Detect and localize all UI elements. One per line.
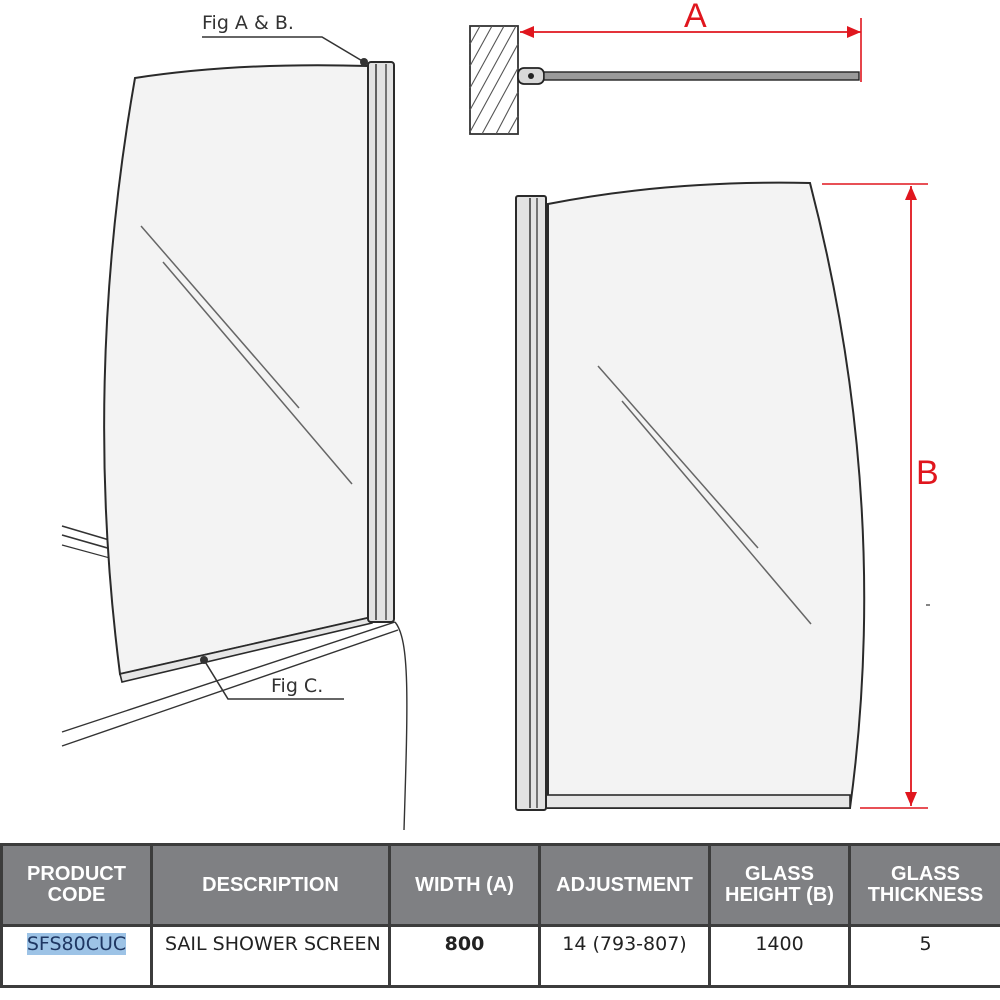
header-description: DESCRIPTION	[150, 843, 391, 927]
product-code-highlight: SFS80CUC	[26, 933, 127, 955]
dim-b-arrow-bottom	[905, 792, 917, 806]
wall-profile-left	[367, 61, 395, 623]
glass-panel-right	[547, 181, 866, 809]
fig-ab-marker	[360, 58, 368, 66]
header-width: WIDTH (A)	[388, 843, 541, 927]
plan-view: A	[469, 0, 862, 135]
cell-product-code: SFS80CUC	[0, 924, 153, 988]
table-row: SFS80CUC SAIL SHOWER SCREEN 800 14 (793-…	[0, 924, 1000, 988]
dim-a-arrow-left	[520, 26, 534, 38]
wall-profile-right	[515, 195, 547, 811]
dim-a-label: A	[684, 0, 707, 35]
specification-table: PRODUCT CODE DESCRIPTION WIDTH (A) ADJUS…	[0, 843, 1000, 988]
fig-ab-label: Fig A & B.	[202, 12, 294, 34]
elevation-view: B	[515, 181, 939, 811]
table-header-row: PRODUCT CODE DESCRIPTION WIDTH (A) ADJUS…	[0, 843, 1000, 927]
reflection-line-1	[140, 225, 300, 409]
header-glass-thickness: GLASS THICKNESS	[848, 843, 1000, 927]
cell-description: SAIL SHOWER SCREEN	[150, 924, 391, 988]
perspective-view: Fig A & B. Fig C.	[61, 12, 408, 831]
cell-glass-thickness: 5	[848, 924, 1000, 988]
header-glass-height: GLASS HEIGHT (B)	[708, 843, 851, 927]
hinge-pin	[528, 73, 534, 79]
fig-c-label: Fig C.	[271, 675, 323, 697]
reflection-line-3	[597, 365, 759, 549]
bath-corner-edge	[394, 621, 408, 831]
glass-plan	[543, 71, 860, 81]
bath-front-line-2	[61, 629, 399, 747]
wall-hatching	[469, 25, 519, 135]
dim-b-label: B	[916, 454, 939, 492]
glass-panel-left	[103, 64, 374, 676]
cell-width: 800	[388, 924, 541, 988]
fig-ab-leader	[202, 36, 365, 63]
cell-adjustment: 14 (793-807)	[538, 924, 711, 988]
fig-c-marker	[200, 656, 208, 664]
header-product-code: PRODUCT CODE	[0, 843, 153, 927]
bath-front-line-1	[61, 621, 396, 733]
dim-b-arrow-top	[905, 186, 917, 200]
fig-c-leader	[203, 659, 344, 700]
reflection-line-4	[621, 400, 812, 625]
header-adjustment: ADJUSTMENT	[538, 843, 711, 927]
technical-drawing: Fig A & B. Fig C. A	[61, 0, 939, 831]
cell-glass-height: 1400	[708, 924, 851, 988]
bottom-seal-elevation	[545, 794, 851, 809]
reflection-line-2	[162, 261, 353, 485]
dim-a-arrow-right	[847, 26, 861, 38]
